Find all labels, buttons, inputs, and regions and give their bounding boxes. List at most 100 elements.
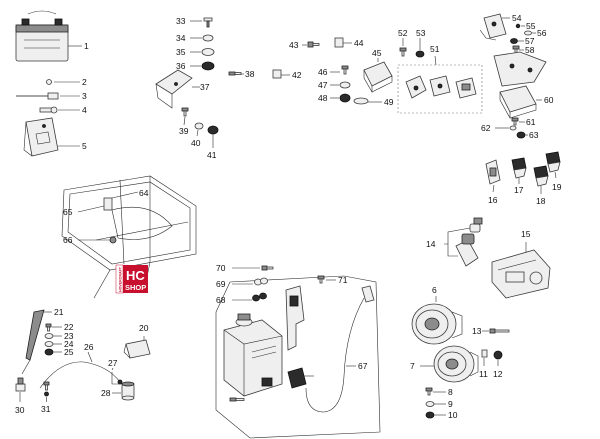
part-number-51: 51 [430,44,440,54]
control-module-part-60 [499,85,537,120]
part-number-30: 30 [15,405,25,415]
screw-part-71 [317,275,325,284]
part-number-26: 26 [84,342,94,352]
relay-part-45 [363,61,393,94]
valve-assembly-part [479,13,507,41]
part-number-70: 70 [216,263,226,273]
part-number-39: 39 [179,126,189,136]
reservoir-tank-part [223,313,283,397]
spacer-part-44 [334,37,344,48]
screw-part-39 [181,107,189,117]
switch-part-16 [485,159,501,185]
screw-part-70 [261,265,274,271]
part-number-16: 16 [488,195,498,205]
cable-part-3 [16,92,59,100]
part-number-25: 25 [64,347,74,357]
part-number-47: 47 [318,80,328,90]
part-number-5: 5 [82,141,87,151]
part-number-61: 61 [526,117,536,127]
part-number-58: 58 [525,45,535,55]
hose-part-67 [305,285,375,413]
part-number-71: 71 [338,275,348,285]
part-number-35: 35 [176,47,186,57]
switch-part-18 [533,165,549,187]
hcshop-logo: HC SHOP HOVERCRAFT [115,264,148,294]
nut-part-63 [516,131,526,139]
mounting-bracket-part [285,285,305,351]
part-number-27: 27 [108,358,118,368]
washer-part-34 [202,34,214,42]
part-number-15: 15 [521,229,531,239]
part-number-2: 2 [82,77,87,87]
screw-part-46 [341,65,349,75]
washer-part-56 [524,30,532,36]
nut-part-48 [339,93,351,103]
logo-side-text: HOVERCRAFT [119,266,123,292]
washer-part-24 [44,341,54,347]
part-number-42: 42 [292,70,302,80]
part-number-22: 22 [64,322,74,332]
part-number-65: 65 [63,207,73,217]
pump-part [287,367,314,389]
washer-part-23 [44,333,54,339]
nut-part-2 [46,79,52,85]
part-number-11: 11 [479,369,488,379]
part-number-3: 3 [82,91,87,101]
part-number-38: 38 [245,69,255,79]
battery-part [15,10,69,62]
part-number-48: 48 [318,93,328,103]
part-number-40: 40 [191,138,201,148]
part-number-31: 31 [41,404,51,414]
bracket-plate-part [493,51,547,87]
bracket-part-20 [123,339,151,359]
part-number-14: 14 [426,239,436,249]
part-number-12: 12 [493,369,503,379]
spacer-part-42 [272,69,282,79]
logo-text-shop: SHOP [125,283,146,292]
nut-part-68 [252,292,267,302]
headlight-part-6 [411,303,463,345]
screw-part-13 [489,328,510,334]
part-number-60: 60 [544,95,554,105]
fuel-pump-part-28 [121,381,135,401]
screw-part-31 [43,381,50,397]
part-number-23: 23 [64,331,74,341]
logo-text-hc: HC [126,268,145,283]
light-fixture-part-15 [491,249,551,299]
part-number-37: 37 [200,82,210,92]
bracket-part-37 [155,69,193,109]
part-number-66: 66 [63,235,73,245]
part-number-21: 21 [54,307,64,317]
screw-part-38 [228,71,242,76]
part-number-62: 62 [481,123,491,133]
nut-part-12 [493,350,503,360]
part-number-13: 13 [472,326,482,336]
nut-part-41 [207,125,219,135]
part-number-67: 67 [358,361,368,371]
part-number-10: 10 [448,410,458,420]
headlight-part-7 [433,345,479,383]
part-number-1: 1 [84,41,89,51]
part-number-6: 6 [432,285,437,295]
gasket-part-49 [353,97,369,105]
part-number-49: 49 [384,97,394,107]
switch-part-17 [511,157,527,179]
plug-part-30 [15,377,26,392]
bolt-part-4 [39,106,58,114]
screw-part-52 [399,47,407,57]
nut-part-55 [515,23,521,29]
part-number-69: 69 [216,279,226,289]
part-number-56: 56 [537,28,547,38]
nut-part-36 [201,61,215,71]
part-number-19: 19 [552,182,562,192]
part-number-68: 68 [216,295,226,305]
clip-part-27 [111,372,122,385]
part-number-36: 36 [176,61,186,71]
part-number-4: 4 [82,105,87,115]
part-number-64: 64 [139,188,149,198]
washer-part-69 [254,277,268,286]
part-number-52: 52 [398,28,408,38]
connector-part-51 [405,75,477,99]
part-number-34: 34 [176,33,186,43]
